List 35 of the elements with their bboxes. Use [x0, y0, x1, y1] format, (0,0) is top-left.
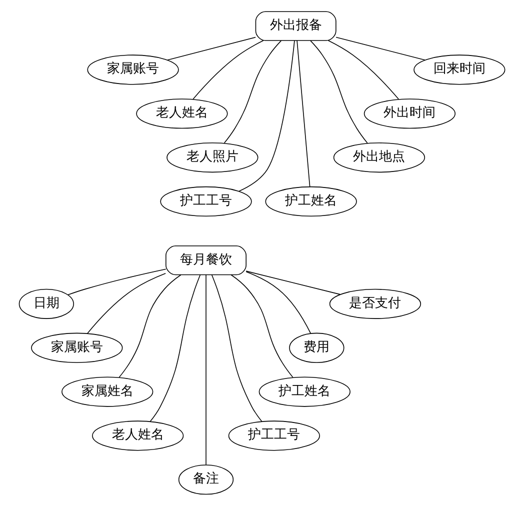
node-ellipse: 外出地点 — [333, 142, 426, 173]
node-ellipse: 护工工号 — [228, 420, 320, 451]
connector — [310, 40, 368, 144]
connector — [211, 274, 262, 422]
node-ellipse: 外出时间 — [364, 98, 456, 129]
node-ellipse: 家属账号 — [87, 54, 179, 85]
node-ellipse: 老人照片 — [166, 142, 258, 173]
connector — [230, 274, 294, 378]
node-box: 外出报备 — [255, 11, 336, 41]
node-ellipse: 家属账号 — [31, 332, 123, 363]
connector — [238, 40, 295, 192]
connector — [192, 40, 264, 100]
node-ellipse: 护工工号 — [160, 186, 252, 217]
node-ellipse: 护工姓名 — [265, 186, 357, 217]
connector — [118, 274, 182, 378]
connector — [224, 40, 282, 144]
connector — [246, 271, 311, 334]
connector — [296, 40, 310, 187]
connector — [68, 268, 166, 296]
node-box: 每月餐饮 — [166, 245, 247, 276]
node-ellipse: 备注 — [178, 464, 234, 495]
node-ellipse: 老人姓名 — [136, 98, 228, 129]
connector — [328, 40, 399, 100]
connector — [336, 36, 426, 60]
node-ellipse: 日期 — [18, 288, 74, 319]
node-ellipse: 回来时间 — [414, 54, 506, 85]
node-ellipse: 家属姓名 — [62, 376, 154, 407]
node-ellipse: 护工姓名 — [258, 376, 350, 407]
connector — [150, 274, 201, 422]
node-ellipse: 老人姓名 — [92, 420, 184, 451]
node-ellipse: 是否支付 — [329, 288, 422, 319]
node-ellipse: 费用 — [289, 332, 344, 363]
connector — [167, 36, 256, 60]
connector — [246, 270, 341, 295]
connector — [86, 273, 166, 334]
